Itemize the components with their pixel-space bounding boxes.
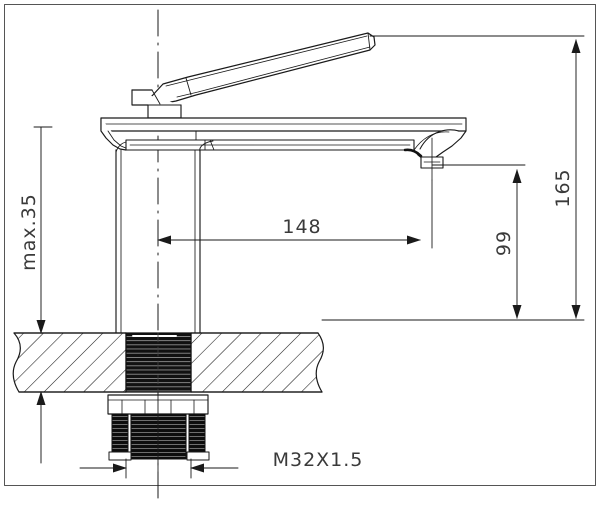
threaded-shank — [125, 332, 192, 393]
dimension-thread-spec — [79, 391, 239, 479]
dimension-mounting-thickness — [33, 126, 53, 464]
base-column — [115, 139, 214, 334]
mounting-nut — [107, 394, 210, 461]
dimension-label-spout-height: 99 — [493, 230, 515, 256]
faucet-body — [100, 117, 467, 163]
dimension-label-mounting-thickness: max.35 — [18, 193, 40, 271]
dimension-label-overall-height: 165 — [552, 168, 574, 207]
dimension-label-thread-spec: M32X1.5 — [273, 449, 364, 471]
sheet-border — [4, 4, 596, 486]
handle-pivot — [131, 89, 182, 119]
lever-handle — [150, 32, 376, 105]
dimension-label-spout-reach: 148 — [282, 216, 321, 238]
dimension-spout-reach — [157, 179, 433, 249]
countertop — [12, 332, 324, 393]
dimension-overall-height — [321, 35, 585, 321]
